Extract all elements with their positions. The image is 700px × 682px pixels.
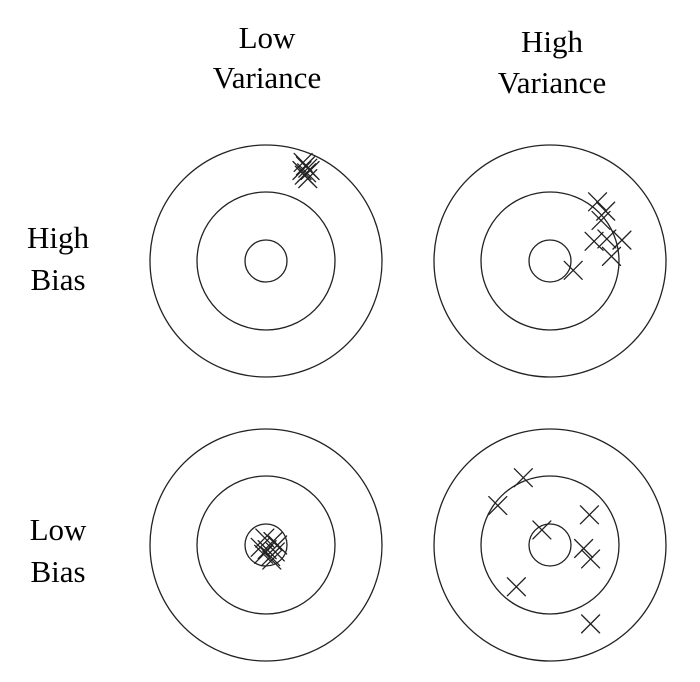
x-mark-icon (257, 539, 277, 560)
x-mark-icon (262, 550, 282, 570)
target-middle-ring (196, 475, 336, 615)
x-mark-icon (591, 210, 611, 231)
target-outer-ring (149, 428, 383, 662)
marks-high-bias-low-variance (292, 152, 320, 189)
target-bullseye (528, 523, 572, 567)
x-mark-icon (267, 535, 288, 555)
header-low-variance-line2: Variance (213, 60, 321, 95)
x-mark-icon (250, 537, 270, 557)
target-middle-ring (480, 191, 620, 331)
target-bullseye (244, 239, 288, 283)
x-mark-icon (506, 577, 527, 597)
x-mark-icon (488, 495, 508, 516)
header-high-variance-line2: Variance (498, 65, 606, 100)
target-bullseye (244, 523, 288, 567)
x-mark-icon (300, 160, 320, 181)
x-mark-icon (292, 160, 312, 181)
x-mark-icon (579, 505, 600, 525)
target-high-bias-low-variance (149, 144, 383, 378)
header-low-bias-line2: Bias (30, 554, 85, 589)
target-outer-ring (149, 144, 383, 378)
x-mark-icon (532, 520, 552, 540)
target-middle-ring (480, 475, 620, 615)
x-mark-icon (254, 544, 274, 564)
header-low-variance-line1: Low (239, 20, 296, 55)
marks-low-bias-high-variance (488, 468, 601, 634)
target-middle-ring (196, 191, 336, 331)
x-mark-icon (597, 229, 617, 249)
x-mark-icon (298, 168, 318, 189)
target-low-bias-high-variance (433, 428, 667, 662)
x-mark-icon (612, 230, 632, 250)
target-high-bias-high-variance (433, 144, 667, 378)
x-mark-icon (260, 546, 281, 567)
marks-high-bias-high-variance (563, 192, 632, 280)
x-mark-icon (580, 614, 601, 634)
marks-low-bias-low-variance (250, 528, 288, 570)
target-bullseye (528, 239, 572, 283)
header-low-bias-line1: Low (30, 512, 87, 547)
header-high-variance-line1: High (521, 24, 584, 59)
x-mark-icon (596, 201, 616, 221)
target-outer-ring (433, 144, 667, 378)
target-low-bias-low-variance (149, 428, 383, 662)
x-mark-icon (573, 538, 594, 559)
header-high-bias-line1: High (27, 220, 90, 255)
x-mark-icon (563, 260, 583, 280)
target-outer-ring (433, 428, 667, 662)
x-mark-icon (601, 246, 622, 267)
x-mark-icon (587, 192, 608, 212)
x-mark-icon (580, 549, 601, 569)
x-mark-icon (513, 468, 533, 488)
header-high-bias-line2: Bias (30, 262, 85, 297)
x-mark-icon (584, 231, 604, 251)
